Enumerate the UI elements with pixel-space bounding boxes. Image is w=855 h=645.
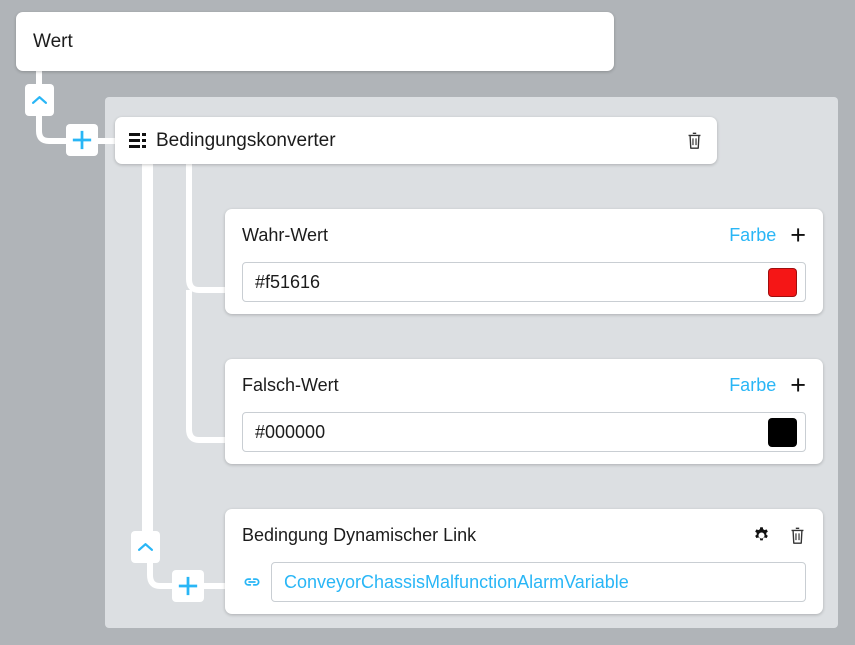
- list-settings-icon: [129, 133, 146, 148]
- collapse-toggle-bottom[interactable]: [131, 531, 160, 563]
- plus-icon: [72, 130, 92, 150]
- trash-icon[interactable]: [686, 131, 703, 150]
- true-value-input[interactable]: #f51616: [242, 262, 806, 302]
- true-value-header: Wahr-Wert Farbe +: [242, 209, 806, 261]
- false-value-add-button[interactable]: +: [790, 370, 806, 400]
- condition-dynamic-link-value: ConveyorChassisMalfunctionAlarmVariable: [284, 571, 629, 592]
- true-value-color-action[interactable]: Farbe: [729, 224, 777, 245]
- true-value-title: Wahr-Wert: [242, 224, 329, 245]
- collapse-toggle-top[interactable]: [25, 84, 54, 116]
- false-value-input[interactable]: #000000: [242, 412, 806, 452]
- false-value-card: Falsch-Wert Farbe + #000000: [225, 359, 823, 464]
- false-value-text: #000000: [255, 421, 326, 442]
- true-value-card: Wahr-Wert Farbe + #f51616: [225, 209, 823, 314]
- condition-converter-title: Bedingungskonverter: [156, 129, 336, 151]
- chevron-up-icon: [137, 543, 154, 551]
- condition-converter-header[interactable]: Bedingungskonverter: [115, 117, 717, 164]
- false-value-color-swatch[interactable]: [768, 417, 797, 447]
- chevron-up-icon: [31, 96, 48, 104]
- add-node-button-bottom[interactable]: [172, 570, 204, 602]
- false-value-header: Falsch-Wert Farbe +: [242, 359, 806, 411]
- false-value-color-action[interactable]: Farbe: [729, 374, 777, 395]
- trash-icon[interactable]: [789, 526, 806, 545]
- condition-dynamic-link-title: Bedingung Dynamischer Link: [242, 524, 477, 545]
- plus-icon: [178, 576, 198, 596]
- false-value-field-row: #000000: [242, 411, 806, 453]
- condition-dynamic-link-input[interactable]: ConveyorChassisMalfunctionAlarmVariable: [271, 562, 806, 602]
- value-node-card[interactable]: Wert: [16, 12, 614, 71]
- value-node-label: Wert: [33, 30, 73, 52]
- true-value-field-row: #f51616: [242, 261, 806, 303]
- condition-dynamic-link-card: Bedingung Dynamischer Link ConveyorChass…: [225, 509, 823, 614]
- gear-icon[interactable]: [752, 526, 771, 545]
- add-node-button-top[interactable]: [66, 124, 98, 156]
- true-value-text: #f51616: [255, 271, 321, 292]
- condition-dynamic-link-field-row: ConveyorChassisMalfunctionAlarmVariable: [242, 561, 806, 603]
- link-icon[interactable]: [242, 572, 262, 592]
- true-value-add-button[interactable]: +: [790, 220, 806, 250]
- false-value-title: Falsch-Wert: [242, 374, 339, 395]
- condition-dynamic-link-header: Bedingung Dynamischer Link: [242, 509, 806, 561]
- true-value-color-swatch[interactable]: [768, 267, 797, 297]
